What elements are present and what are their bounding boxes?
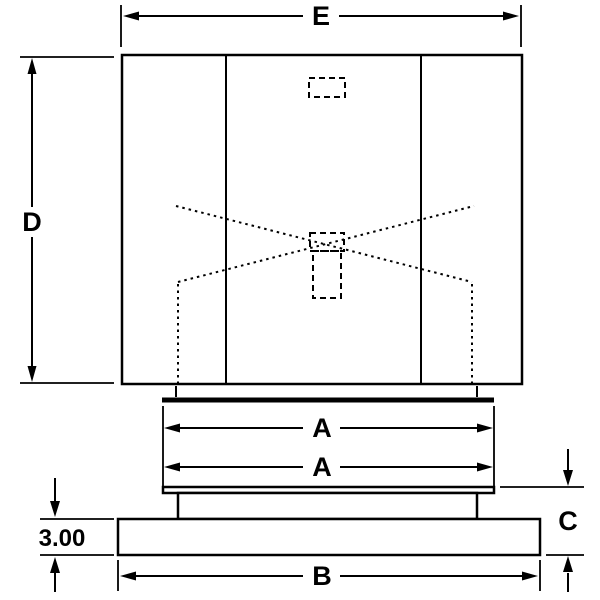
arrowhead-left-icon — [164, 423, 180, 433]
arrowhead-up-icon — [27, 58, 37, 74]
arrowhead-right-icon — [522, 571, 538, 581]
cabinet-outline — [120, 53, 524, 386]
pedestal-body — [176, 491, 479, 521]
dimension-label-a-lower: A — [312, 452, 332, 482]
dimension-b: B — [117, 560, 541, 591]
dimension-c: C — [500, 449, 584, 592]
arrowhead-down-icon — [50, 501, 60, 517]
dimension-label-e: E — [312, 1, 330, 31]
mounting-rail — [162, 386, 494, 403]
arrowhead-right-icon — [503, 11, 519, 21]
hidden-cutout-center-lower — [312, 250, 342, 299]
arrowhead-down-icon — [27, 366, 37, 382]
arrowhead-right-icon — [477, 462, 493, 472]
arrowhead-left-icon — [164, 462, 180, 472]
dimension-e: E — [120, 1, 522, 47]
dimension-label-a-upper: A — [312, 413, 332, 443]
hidden-cutout-center — [309, 232, 345, 252]
arrowhead-right-icon — [477, 423, 493, 433]
dimension-a-lower: A — [164, 452, 493, 482]
base-plate — [116, 517, 542, 557]
hidden-diagonal-brace-2 — [177, 205, 475, 283]
hidden-features — [175, 77, 475, 384]
dimension-label-d: D — [22, 207, 42, 237]
dimension-label-b: B — [312, 561, 332, 591]
arrowhead-down-icon — [563, 470, 573, 486]
a-extension-lines — [162, 406, 495, 487]
dimension-d: D — [20, 56, 114, 384]
arrowhead-left-icon — [123, 11, 139, 21]
dimension-label-c: C — [558, 506, 578, 536]
arrowhead-left-icon — [120, 571, 136, 581]
arrowhead-up-icon — [563, 556, 573, 572]
dimension-base-height: 3.00 — [39, 478, 114, 592]
arrowhead-up-icon — [50, 557, 60, 573]
dimension-label-base-height: 3.00 — [39, 525, 86, 552]
dimension-a-upper: A — [164, 413, 493, 443]
hidden-cutout-top — [308, 77, 346, 98]
hidden-diagonal-brace-1 — [175, 205, 473, 283]
pedestal-assembly — [116, 485, 542, 557]
cabinet-front-view — [120, 53, 524, 386]
